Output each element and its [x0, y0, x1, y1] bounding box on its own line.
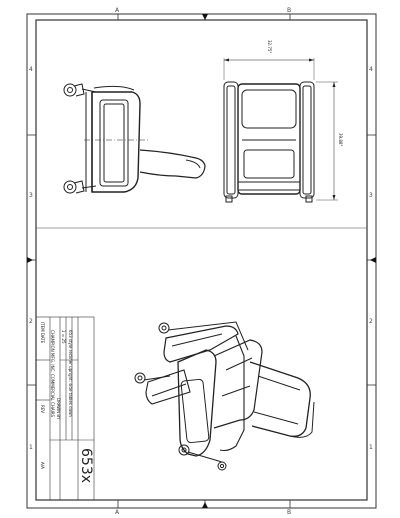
zone-label-left-4: 4 [29, 66, 33, 73]
caster-bottom [63, 180, 85, 194]
zone-label-bottom-a: A [115, 509, 120, 516]
title-line: CHAMPION MFG. INC. COMMERCIAL CHAIRS [50, 330, 55, 418]
zone-label-left-3: 3 [29, 192, 33, 199]
height-dimension: 39.88" [338, 133, 343, 147]
zone-label-right-1: 1 [369, 444, 373, 451]
iso-caster-3 [178, 444, 190, 456]
zone-label-top-a: A [115, 7, 120, 14]
iso-caster-2 [134, 372, 146, 384]
drawn-label: DRAWN BY [56, 398, 61, 420]
scale-label: 1 = 25 [61, 330, 66, 344]
width-dimension: 32.75" [267, 40, 272, 54]
iso-caster-4 [217, 461, 227, 471]
title-block [35, 316, 95, 501]
zone-label-right-2: 2 [369, 318, 373, 325]
centre-marks [27, 14, 376, 508]
zone-label-left-2: 2 [29, 318, 33, 325]
caster-top [63, 83, 85, 97]
zone-label-left-1: 1 [29, 444, 33, 451]
drawing-description: 653 style recliner upright: side tables … [68, 330, 73, 417]
outer-frame [26, 13, 377, 509]
sheet-label: A/A [40, 462, 45, 469]
zone-ticks [27, 14, 376, 508]
zone-label-right-4: 4 [369, 66, 373, 73]
isometric-view [134, 321, 315, 471]
rev-label: REV [40, 405, 45, 414]
iso-caster-1 [158, 322, 170, 334]
zone-label-top-b: B [287, 7, 292, 14]
date-label: ITEM DATE [40, 322, 45, 344]
zone-label-bottom-b: B [287, 509, 292, 516]
part-number: 653x [78, 448, 94, 484]
side-view [63, 83, 206, 194]
zone-label-right-3: 3 [369, 192, 373, 199]
top-view [223, 58, 338, 203]
